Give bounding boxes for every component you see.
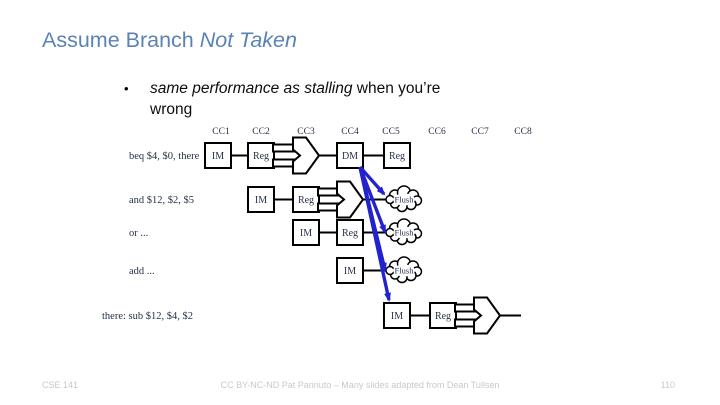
stage-box-label: IM [255,195,267,206]
bullet-line1-regular: when you’re [352,80,441,97]
flush-cloud-body [393,264,415,277]
flush-cloud-body [393,226,415,239]
stage-box-label: Reg [253,151,269,162]
cycle-header: CC7 [471,127,489,137]
stage-box-label: DM [342,151,358,162]
stage-box-label: Reg [389,151,405,162]
pipeline-row-label: or ... [129,228,148,239]
stage-box [292,219,320,246]
stage-box-label: Reg [435,311,451,322]
stage-box-label: Reg [298,195,314,206]
stage-box-label: IM [300,228,312,239]
flush-arrow [358,166,391,302]
flush-arrow [358,165,386,196]
bullet-line2: wrong [150,101,193,118]
slide-footer: CSE 141 CC BY-NC-ND Pat Pannuto – Many s… [0,380,720,394]
stage-box-label: Reg [342,228,358,239]
cycle-header: CC8 [514,127,532,137]
alu-shape [292,136,321,175]
flush-cloud-bump [385,194,395,205]
flush-cloud-bump [385,227,395,238]
stage-box [247,142,275,169]
bullet-marker: • [124,81,129,96]
pipeline-row-label: there: sub $12, $4, $2 [102,311,193,322]
stage-box [336,219,364,246]
title-italic-text: Not Taken [199,28,297,52]
stage-box [247,186,275,213]
page-title: Assume Branch Not Taken [42,28,297,53]
cycle-header: CC2 [252,127,270,137]
cycle-header: CC6 [428,127,446,137]
flush-cloud-label: Flush [395,266,415,276]
bullet-text: same performance as stalling when you’re… [150,78,440,120]
flush-cloud-bump [385,265,395,276]
stage-box-label: IM [212,151,224,162]
stage-box-label: IM [391,311,403,322]
stage-box [383,142,411,169]
footer-credit: CC BY-NC-ND Pat Pannuto – Many slides ad… [220,380,500,390]
stage-box-label: IM [344,266,356,277]
stage-box [292,186,320,213]
cycle-header: CC3 [297,127,315,137]
pipeline-row-label: add ... [129,266,155,277]
cycle-header: CC1 [212,127,230,137]
flush-cloud-label: Flush [395,228,415,238]
cycle-header: CC4 [341,127,359,137]
footer-page-number: 110 [660,380,675,390]
flush-cloud-body [393,193,415,206]
title-regular-text: Assume Branch [42,28,200,52]
stage-box [429,302,457,329]
bullet-line1: same performance as stalling when you’re [150,78,440,99]
alu-shape [336,180,365,219]
cycle-header: CC5 [382,127,400,137]
footer-course: CSE 141 [42,380,79,390]
flush-cloud-label: Flush [395,195,415,205]
pipeline-row-label: and $12, $2, $5 [129,195,194,206]
bullet-line1-italic: same performance as stalling [150,80,353,97]
bullet-item: • same performance as stalling when you’… [124,78,440,120]
pipeline-row-label: beq $4, $0, there [129,151,200,162]
alu-shape [473,296,502,335]
